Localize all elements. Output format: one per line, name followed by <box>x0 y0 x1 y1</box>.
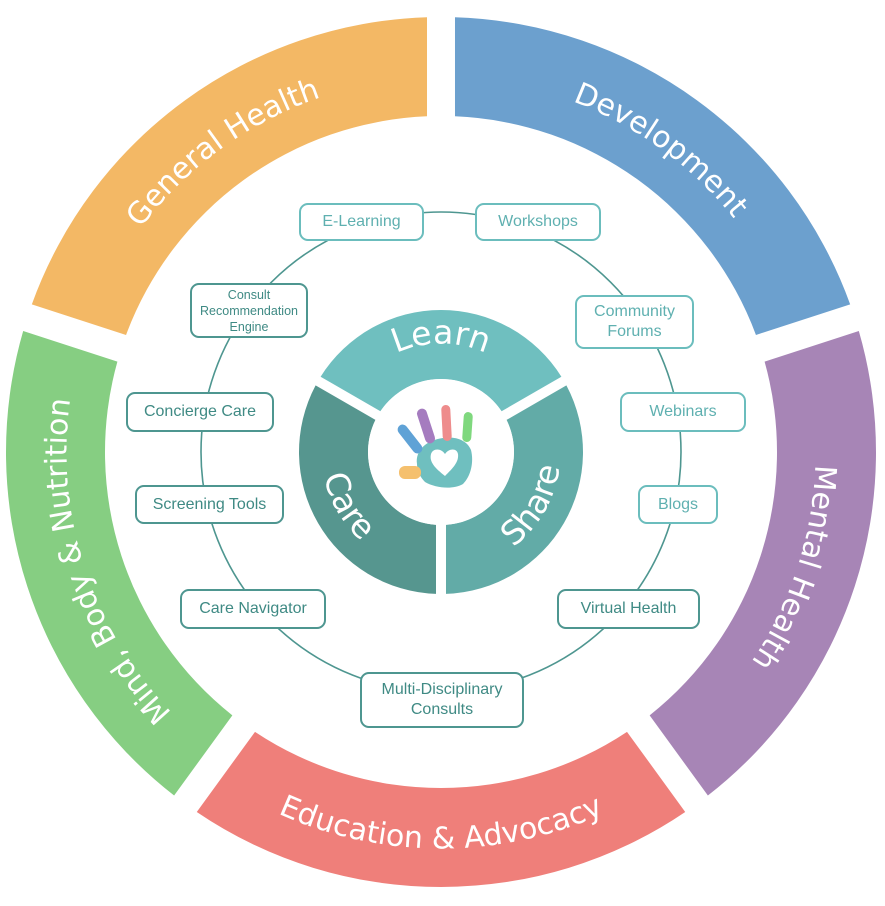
node-multi-disciplinary-consults[interactable]: Multi-Disciplinary Consults <box>360 672 524 728</box>
segment-development[interactable] <box>454 17 851 335</box>
node-label: Screening Tools <box>152 495 267 513</box>
finger-middle <box>416 408 436 444</box>
node-label: Care Navigator <box>199 600 307 617</box>
node-label: Blogs <box>657 495 699 513</box>
finger-index <box>397 424 423 454</box>
node-workshops[interactable]: Workshops <box>475 203 601 241</box>
node-label: Webinars <box>649 403 717 420</box>
node-consult-recommendation-engine[interactable]: Consult Recommendation Engine <box>190 283 308 338</box>
node-webinars[interactable]: Webinars <box>620 392 746 432</box>
core-segment-learn[interactable] <box>320 310 562 412</box>
node-label: Community Forums <box>594 303 675 340</box>
segment-mind-body-nutrition[interactable] <box>5 330 233 796</box>
node-label: Multi-Disciplinary Consults <box>381 681 503 718</box>
heart-icon <box>430 449 459 476</box>
node-label: Concierge Care <box>143 403 257 420</box>
finger-thumb <box>399 466 421 479</box>
finger-pinky <box>462 412 473 443</box>
segment-mental-health[interactable] <box>649 330 876 796</box>
segment-general-health[interactable] <box>31 17 428 335</box>
node-screening-tools[interactable]: Screening Tools <box>135 485 284 524</box>
node-care-navigator[interactable]: Care Navigator <box>180 589 326 629</box>
segment-education-advocacy[interactable] <box>196 731 686 887</box>
handprint-heart-icon <box>397 404 473 488</box>
node-e-learning[interactable]: E-Learning <box>299 203 424 241</box>
node-label: E-Learning <box>322 213 401 230</box>
core-segment-care[interactable] <box>298 385 437 594</box>
node-blogs[interactable]: Blogs <box>638 485 718 524</box>
core-segment-share[interactable] <box>445 385 583 594</box>
node-virtual-health[interactable]: Virtual Health <box>557 589 700 629</box>
node-concierge-care[interactable]: Concierge Care <box>126 392 274 432</box>
node-community-forums[interactable]: Community Forums <box>575 295 694 349</box>
node-label: Virtual Health <box>580 600 677 617</box>
node-label: Workshops <box>498 213 578 230</box>
node-label: Consult Recommendation Engine <box>200 287 298 334</box>
finger-ring <box>441 404 452 441</box>
